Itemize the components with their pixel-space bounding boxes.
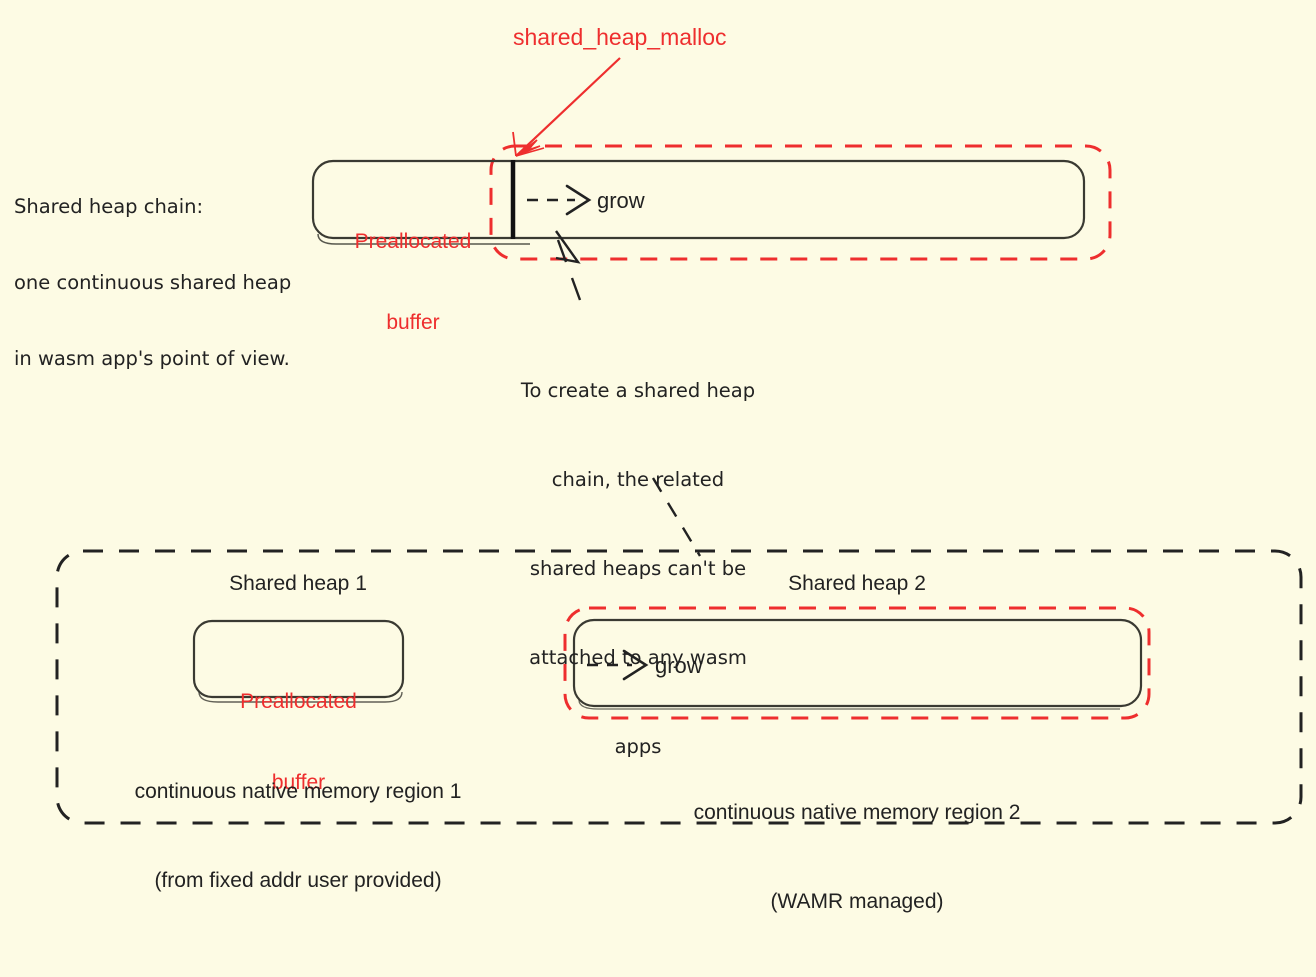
heap1-preallocated-line1: Preallocated	[240, 689, 357, 713]
heap1-title: Shared heap 1	[229, 572, 367, 595]
heap1-caption: continuous native memory region 1 (from …	[98, 717, 498, 956]
heap1-preallocated-buffer-label: Preallocated buffer	[194, 633, 403, 851]
shared-heap-chain-note: Shared heap chain: one continuous shared…	[14, 143, 291, 422]
constraint-note-line2: chain, the related	[551, 468, 725, 492]
top-preallocated-buffer-line1: Preallocated	[354, 229, 472, 253]
heap1-caption-line1: continuous native memory region 1	[134, 779, 462, 803]
shared-heap-malloc-callout-arrow-icon	[512, 57, 621, 157]
shared-heap-malloc-label: shared_heap_malloc	[513, 24, 727, 50]
constraint-note-line3: shared heaps can't be	[529, 557, 747, 580]
heap2-caption-line1: continuous native memory region 2	[693, 800, 1021, 824]
constraint-note-line5: apps	[614, 734, 662, 758]
heap2-title: Shared heap 2	[788, 572, 926, 595]
heap2-caption-line2: (WAMR managed)	[770, 890, 944, 914]
red-dashed-chain-boundary	[489, 144, 1112, 261]
top-grow-label: grow	[597, 188, 645, 213]
shared-heap-chain-note-line2: one continuous shared heap	[14, 270, 292, 294]
top-preallocated-buffer-line2: buffer	[386, 311, 440, 335]
shared-heap-chain-constraint-note: To create a shared heap chain, the relat…	[488, 317, 788, 821]
constraint-note-line4: attached to any wasm	[529, 645, 747, 669]
heap1-caption-line2: (from fixed addr user provided)	[154, 869, 442, 893]
middle-note-upper-leader-icon	[555, 230, 582, 301]
heap2-grow-label: grow	[655, 653, 703, 678]
heap1-preallocated-line2: buffer	[271, 771, 326, 795]
constraint-note-line1: To create a shared heap	[520, 379, 756, 403]
heap2-caption: continuous native memory region 2 (WAMR …	[657, 738, 1057, 977]
top-preallocated-buffer-label: Preallocated buffer	[333, 173, 493, 391]
top-grow-arrow-icon	[527, 184, 592, 216]
shared-heap-chain-note-line3: in wasm app's point of view.	[14, 346, 290, 370]
diagram-canvas: Shared heap chain: one continuous shared…	[14, 24, 1303, 913]
shared-heap-chain-note-line1: Shared heap chain:	[14, 194, 204, 218]
